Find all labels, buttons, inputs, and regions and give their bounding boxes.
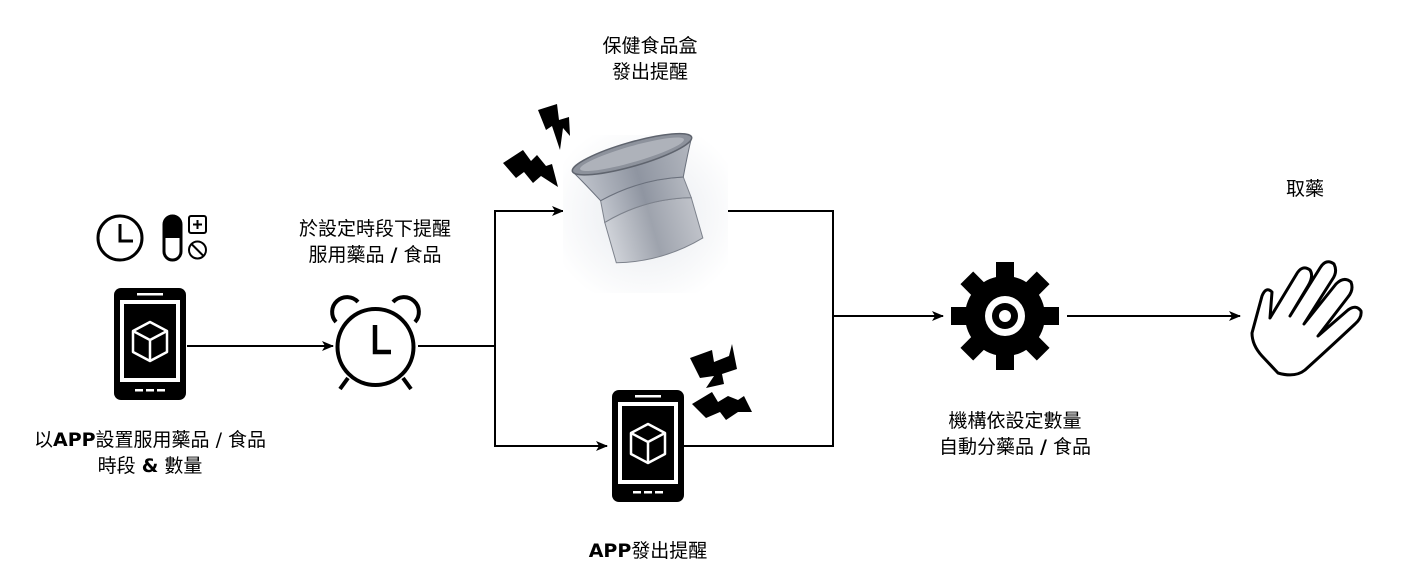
hand-icon: [1250, 260, 1363, 377]
app-cube-icon: [131, 320, 169, 363]
pill-capsule-icon: [162, 214, 183, 262]
smartphone-alert-icon: [612, 390, 684, 502]
connector-app-alert-to-merge: [684, 316, 834, 447]
health-food-box-image: [563, 132, 728, 293]
alarm-label: 於設定時段下提醒 服用藥品 / 食品: [298, 218, 451, 266]
connector-box-to-merge: [728, 210, 834, 316]
lightning-alert-icon: [690, 344, 752, 420]
app-alert-label: APP發出提醒: [588, 540, 708, 562]
clock-icon: [96, 214, 144, 262]
app-cube-icon: [629, 422, 667, 465]
app-setup-label: 以APP設置服用藥品 / 食品 時段 & 數量: [33, 429, 267, 477]
alarm-clock-icon: [330, 295, 421, 391]
plus-minus-icon: [188, 215, 207, 260]
lightning-alert-icon: [503, 104, 570, 187]
take-medicine-label: 取藥: [1285, 178, 1324, 200]
smartphone-setup-icon: [114, 288, 186, 400]
connector-split-to-app-alert: [494, 346, 608, 451]
box-label: 保健食品盒 發出提醒: [602, 35, 698, 83]
connectors: [187, 206, 1241, 451]
mechanism-label: 機構依設定數量 自動分藥品 / 食品: [938, 410, 1092, 458]
connector-split-to-box: [494, 206, 564, 346]
gear-icon: [951, 262, 1059, 370]
